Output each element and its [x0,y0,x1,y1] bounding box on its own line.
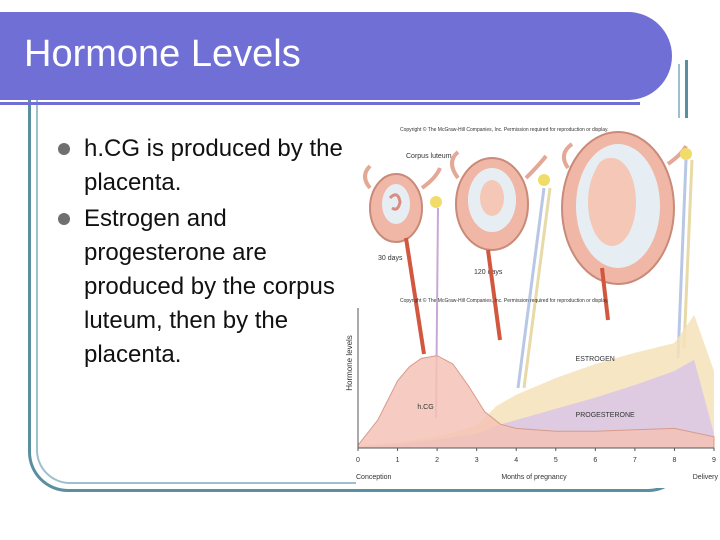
x-end-label: Delivery [693,474,719,481]
bullet-icon [58,213,70,225]
curve-label-progesterone: PROGESTERONE [576,412,635,419]
x-tick-label: 6 [593,457,597,464]
x-tick-label: 1 [396,457,400,464]
hcg-arrow [486,249,502,341]
x-tick-label: 9 [712,457,716,464]
hcg-arrow [404,237,426,355]
hormone-figure: Copyright © The McGraw-Hill Companies, I… [345,118,720,488]
x-tick-label: 7 [633,457,637,464]
title-bar [0,12,672,100]
label-corpus-luteum: Corpus luteum [406,153,452,160]
hormone-arrow [676,159,688,359]
copyright-top: Copyright © The McGraw-Hill Companies, I… [400,126,609,133]
series-area-hcg [357,355,715,449]
bullet-icon [58,143,70,155]
hormone-chart: h.CG ESTROGEN PROGESTERONE 0 1 2 3 4 5 6 7 8 9 [356,308,716,464]
x-tick-label: 2 [435,457,439,464]
hcg-arrow [600,267,610,321]
x-tick-label: 5 [554,457,558,464]
curve-label-hcg: h.CG [417,404,433,411]
copyright-bottom: Copyright © The McGraw-Hill Companies, I… [400,297,609,304]
uterus-30-days [363,164,442,243]
hormone-arrow [522,187,552,389]
page-title: Hormone Levels [24,33,301,75]
label-120-days: 120 days [474,269,503,276]
x-axis-label: Months of pregnancy [501,474,567,481]
x-tick-label: 8 [672,457,676,464]
bullet-item: h.CG is produced by the placenta. [58,132,348,200]
hormone-arrow [516,187,546,389]
uterus-120-days [450,150,550,251]
label-30-days: 30 days [378,255,403,262]
x-tick-label: 0 [356,457,360,464]
x-start-label: Conception [356,474,392,481]
curve-label-estrogen: ESTROGEN [576,356,615,363]
hormone-arrow [682,159,694,349]
y-axis-label: Hormone levels [345,335,354,391]
bullet-item: Estrogen and progesterone are produced b… [58,202,348,372]
bullet-text: Estrogen and progesterone are produced b… [84,205,335,368]
title-underline [0,102,640,105]
bullet-text: h.CG is produced by the placenta. [84,135,343,196]
bullet-list: h.CG is produced by the placenta. Estrog… [58,132,348,374]
x-tick-label: 4 [514,457,518,464]
uterus-late [561,131,692,285]
series-area-progesterone [358,359,714,448]
x-tick-label: 3 [475,457,479,464]
